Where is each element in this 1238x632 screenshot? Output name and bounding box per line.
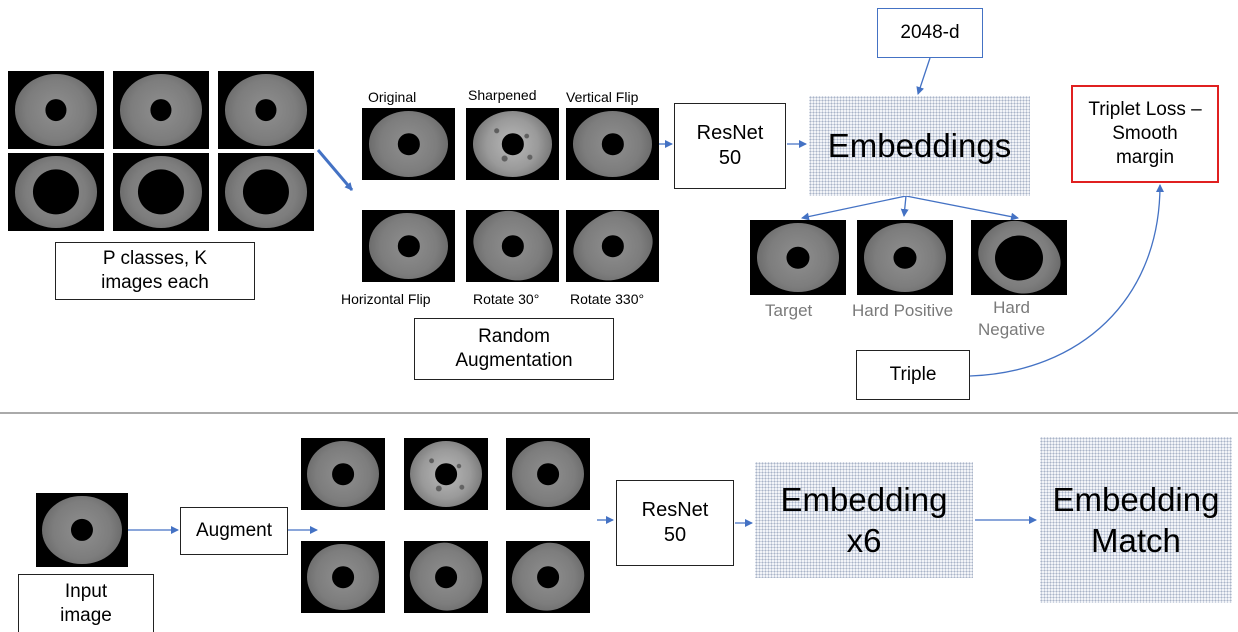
embedding-match-text: Embedding Match: [1052, 480, 1220, 559]
triplet-loss-box: Triplet Loss – Smooth margin: [1071, 85, 1219, 183]
triple-box: Triple: [856, 350, 970, 400]
resnet-text-top: ResNet 50: [696, 122, 764, 169]
batch-image-2: [113, 71, 209, 149]
batch-image-5: [113, 153, 209, 231]
label-original: Original: [368, 89, 417, 105]
triplet-target-image: [750, 220, 846, 295]
bottom-aug-image-1: [301, 438, 385, 510]
embedding-x6-block: Embedding x6: [755, 462, 973, 578]
label-sharpened: Sharpened: [468, 87, 537, 103]
label-rotate30: Rotate 30°: [473, 291, 540, 307]
resnet-text-bottom: ResNet 50: [641, 499, 709, 546]
aug-sharpened-image: [466, 108, 559, 180]
random-augmentation-text: Random Augmentation: [455, 326, 573, 371]
arrow-dim-to-embeddings: [916, 57, 931, 95]
label-vertical-flip: Vertical Flip: [566, 89, 639, 105]
embeddings-block: Embeddings: [809, 96, 1030, 196]
batch-image-4: [8, 153, 104, 231]
batch-description-text: P classes, K images each: [101, 248, 209, 293]
label-hard-negative: Hard Negative: [978, 298, 1046, 340]
label-rotate330: Rotate 330°: [570, 291, 645, 307]
augment-box: Augment: [180, 507, 288, 555]
input-image-label-box: Input image: [18, 574, 154, 632]
augment-text: Augment: [195, 520, 273, 542]
triplet-loss-text: Triplet Loss – Smooth margin: [1088, 99, 1202, 168]
embedding-x6-text: Embedding x6: [780, 480, 948, 559]
triple-text: Triple: [889, 364, 937, 386]
arrow-emb-to-hardpos: [900, 195, 909, 217]
aug-original-image: [362, 108, 455, 180]
embeddings-text: Embeddings: [827, 127, 1012, 165]
input-image-label: Input image: [60, 580, 112, 626]
arrow-emb-to-target: [801, 195, 907, 221]
batch-image-6: [218, 153, 314, 231]
embedding-match-block: Embedding Match: [1040, 437, 1232, 603]
arrow-triple-to-loss: [969, 184, 1164, 377]
batch-image-1: [8, 71, 104, 149]
batch-description-box: P classes, K images each: [55, 242, 255, 300]
resnet-box-bottom: ResNet 50: [616, 480, 734, 566]
dimension-text: 2048-d: [900, 22, 960, 44]
batch-image-3: [218, 71, 314, 149]
aug-rotate330-image: [566, 210, 659, 282]
bottom-aug-image-5: [404, 541, 488, 613]
triplet-hard-positive-image: [857, 220, 953, 295]
triplet-hard-negative-image: [971, 220, 1067, 295]
bottom-aug-image-4: [301, 541, 385, 613]
aug-vertical-flip-image: [566, 108, 659, 180]
arrow-emb-to-hardneg: [905, 195, 1019, 221]
dimension-box: 2048-d: [877, 8, 983, 58]
label-target: Target: [765, 301, 813, 320]
random-augmentation-box: Random Augmentation: [414, 318, 614, 380]
arrow-batch-to-augment: [316, 149, 354, 191]
aug-horizontal-flip-image: [362, 210, 455, 282]
input-image: [36, 493, 128, 567]
bottom-aug-image-3: [506, 438, 590, 510]
bottom-aug-image-2: [404, 438, 488, 510]
label-horizontal-flip: Horizontal Flip: [341, 291, 431, 307]
bottom-aug-image-6: [506, 541, 590, 613]
aug-rotate30-image: [466, 210, 559, 282]
label-hard-positive: Hard Positive: [852, 301, 954, 320]
resnet-box-top: ResNet 50: [674, 103, 786, 189]
